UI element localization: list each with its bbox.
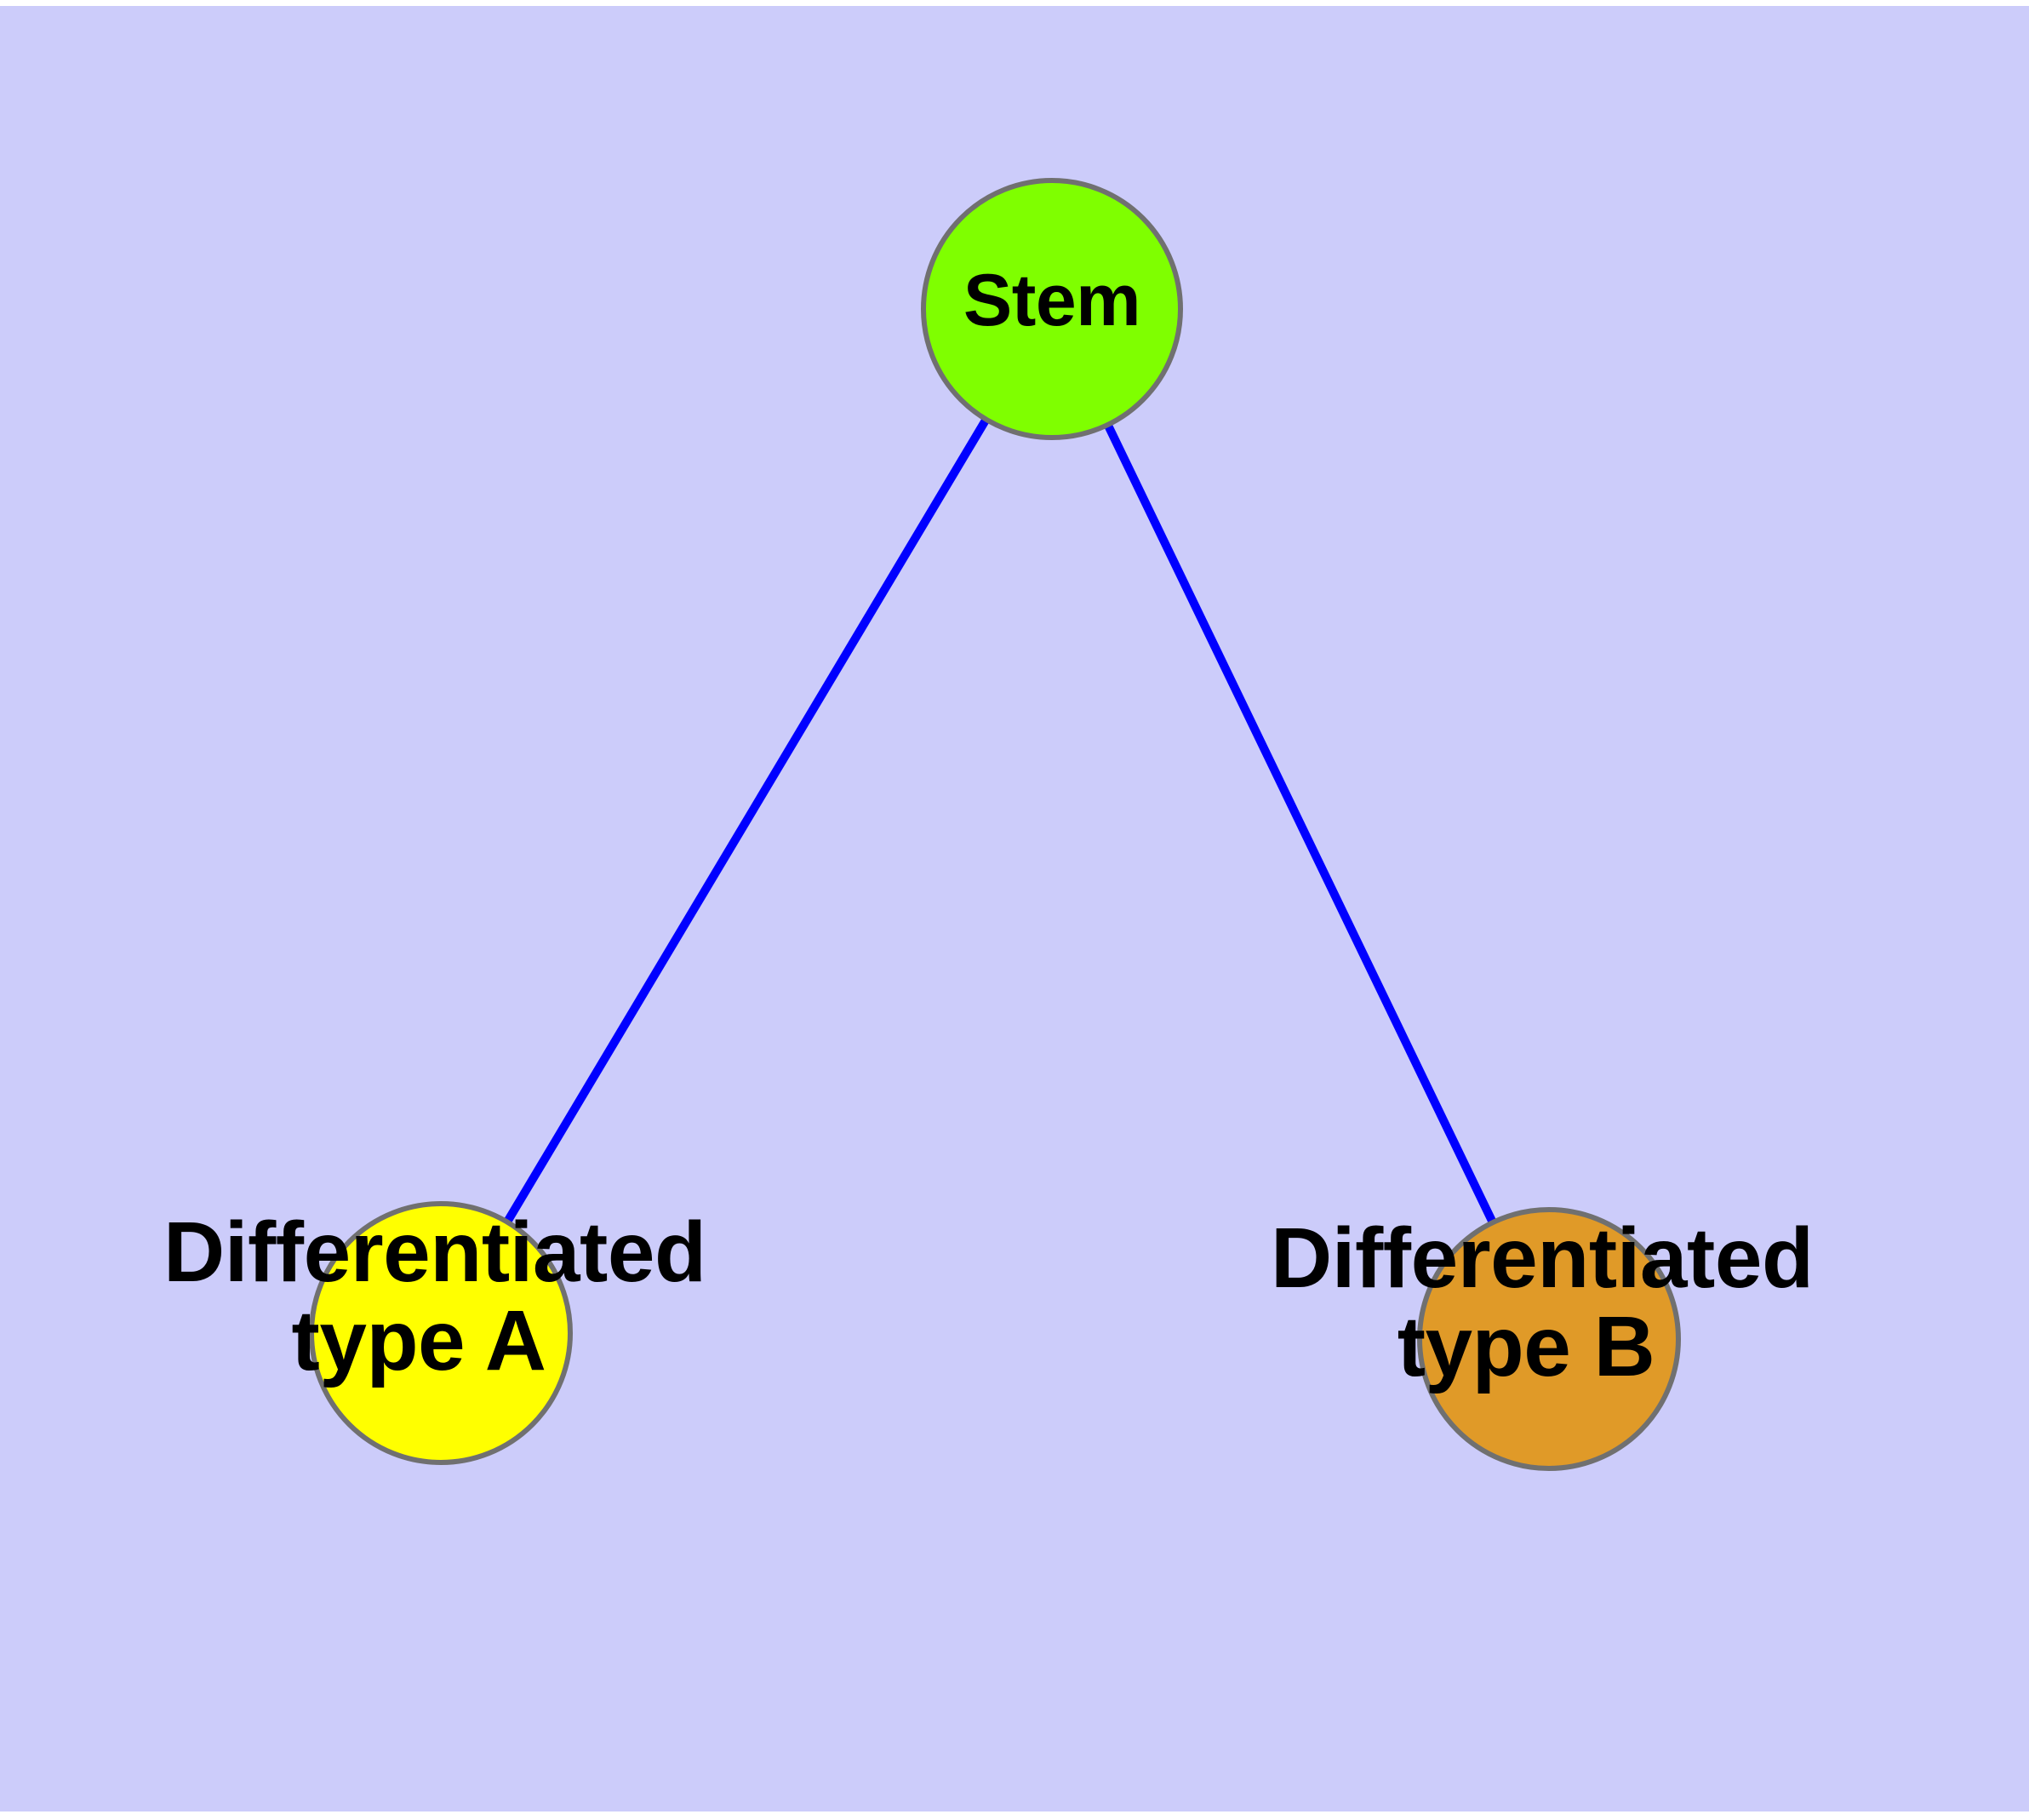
diagram-plot-area: Stem Differentiated type A Differentiate… — [0, 6, 2029, 1811]
node-stem[interactable] — [921, 178, 1183, 440]
graph-svg — [309, 178, 1681, 1471]
node-layer — [309, 178, 1681, 1471]
node-diff-a[interactable] — [309, 1201, 573, 1465]
edge-stem-to-diff-a[interactable] — [437, 306, 1056, 1336]
node-diff-b[interactable] — [1417, 1207, 1681, 1471]
edge-layer — [437, 306, 1553, 1342]
edge-stem-to-diff-b[interactable] — [1048, 306, 1553, 1342]
